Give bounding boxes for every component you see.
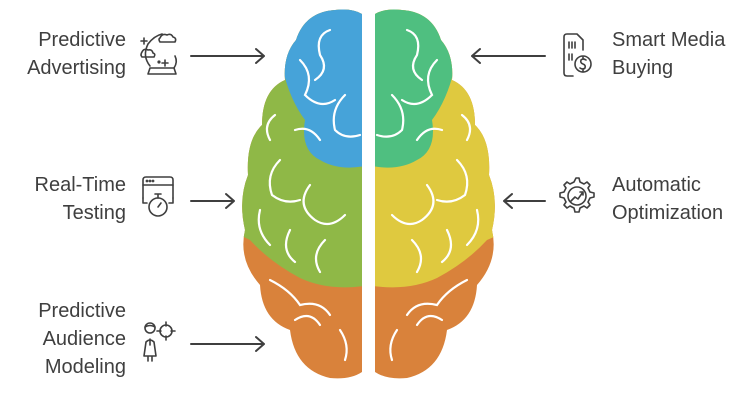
- arrow-right-icon: [190, 336, 265, 352]
- stopwatch-browser-icon: [142, 176, 174, 217]
- left-hemisphere: [242, 9, 362, 379]
- label-predictive-advertising: Predictive Advertising: [27, 26, 126, 82]
- lobe-green-right: [375, 9, 457, 168]
- label-automatic-optimization: Automatic Optimization: [612, 171, 723, 227]
- lobe-blue-left: [280, 9, 362, 168]
- crystal-ball-icon: [140, 33, 178, 75]
- label-line: Audience: [42, 328, 126, 350]
- right-hemisphere: [375, 9, 495, 379]
- label-line: Buying: [612, 57, 674, 79]
- arrow-right-icon: [190, 48, 265, 64]
- label-line: Predictive: [38, 300, 126, 322]
- label-line: Predictive: [38, 29, 126, 51]
- sim-dollar-icon: [563, 33, 592, 77]
- person-target-icon: [143, 321, 176, 362]
- arrow-left-icon: [503, 193, 546, 209]
- arrow-left-icon: [471, 48, 546, 64]
- label-line: Testing: [62, 202, 126, 224]
- arrow-right-icon: [190, 193, 235, 209]
- label-line: Smart Media: [612, 29, 726, 51]
- label-line: Automatic: [612, 174, 701, 196]
- label-line: Optimization: [612, 202, 724, 224]
- gear-chart-icon: [559, 177, 595, 213]
- label-predictive-audience-modeling: Predictive Audience Modeling: [38, 297, 126, 381]
- label-real-time-testing: Real-Time Testing: [35, 171, 127, 227]
- label-smart-media-buying: Smart Media Buying: [612, 26, 725, 82]
- label-line: Real-Time: [34, 174, 127, 196]
- label-line: Modeling: [44, 356, 126, 378]
- label-line: Advertising: [27, 57, 126, 79]
